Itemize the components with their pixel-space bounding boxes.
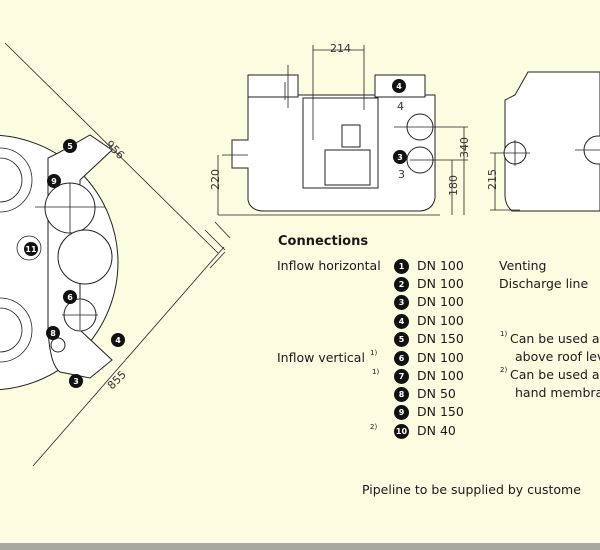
plan-callouts: 5 9 11 6 8 4 3 bbox=[24, 139, 125, 388]
pump-flange-top bbox=[0, 147, 33, 213]
footnote-2-line1: Can be used a bbox=[510, 367, 600, 382]
footer-note: Pipeline to be supplied by custome bbox=[362, 482, 581, 497]
venting-label: Venting bbox=[499, 258, 547, 273]
callout-3: 3 bbox=[73, 377, 79, 386]
pump-flange-bottom bbox=[0, 297, 33, 363]
callout-5: 5 bbox=[67, 142, 73, 151]
connection-badge-1: 1 bbox=[394, 259, 409, 274]
callout-6: 6 bbox=[67, 293, 73, 302]
callout-4: 4 bbox=[115, 336, 121, 345]
connection-badge-8: 8 bbox=[394, 387, 409, 402]
discharge-line-label: Discharge line bbox=[499, 276, 589, 291]
connection-size: DN 50 bbox=[417, 386, 456, 401]
bottom-border bbox=[0, 543, 600, 550]
connection-badge-2: 2 bbox=[394, 277, 409, 292]
front-view: 214 340 180 220 4 3 4 3 bbox=[209, 42, 471, 216]
dimension-214: 214 bbox=[330, 42, 351, 55]
footnote-1-line2: above roof lev bbox=[515, 349, 600, 364]
connection-badge-3: 3 bbox=[394, 295, 409, 310]
footnote-1-line1: Can be used a bbox=[510, 331, 600, 346]
dimension-line-956 bbox=[4, 42, 231, 254]
connection-badge-9: 9 bbox=[394, 405, 409, 420]
footnote-mark: 2) bbox=[500, 366, 508, 374]
connection-size: DN 100 bbox=[417, 276, 464, 291]
connection-badge-10: 10 bbox=[394, 424, 409, 439]
callout-8: 8 bbox=[50, 329, 56, 338]
footnote-ref: 2) bbox=[370, 423, 378, 431]
dimension-220: 220 bbox=[209, 169, 222, 190]
dimension-215: 215 bbox=[486, 169, 499, 190]
connection-size: DN 100 bbox=[417, 368, 464, 383]
inflow-vertical-label: Inflow vertical bbox=[277, 350, 365, 365]
dimension-180: 180 bbox=[447, 175, 460, 196]
dimension-340: 340 bbox=[458, 137, 471, 158]
side-view: 215 bbox=[486, 71, 600, 212]
callout-11: 11 bbox=[25, 245, 37, 254]
footnote-ref: 1) bbox=[370, 349, 378, 357]
tank-lid-left bbox=[247, 74, 299, 98]
connection-size: DN 100 bbox=[417, 258, 464, 273]
footnote-2-line2: hand membra bbox=[515, 385, 600, 400]
connection-size: DN 40 bbox=[417, 423, 456, 438]
callout-4-front: 4 bbox=[396, 82, 402, 91]
footnote-mark: 1) bbox=[500, 330, 508, 338]
port-large bbox=[57, 229, 113, 285]
port-8 bbox=[50, 337, 66, 353]
connection-size: DN 150 bbox=[417, 404, 464, 419]
callout-3-front: 3 bbox=[397, 153, 403, 162]
connection-badge-7: 7 bbox=[394, 369, 409, 384]
footnote-ref: 1) bbox=[372, 368, 380, 376]
callout-9: 9 bbox=[51, 177, 57, 186]
pump bbox=[324, 149, 371, 186]
dimension-956: 956 bbox=[103, 138, 127, 162]
level-label-4: 4 bbox=[397, 100, 404, 113]
side-tank-body bbox=[504, 71, 600, 212]
connection-badge-4: 4 bbox=[394, 314, 409, 329]
connection-badge-5: 5 bbox=[394, 332, 409, 347]
inflow-horizontal-label: Inflow horizontal bbox=[277, 258, 381, 273]
connection-size: DN 100 bbox=[417, 313, 464, 328]
dimension-855: 855 bbox=[105, 368, 129, 392]
connection-size: DN 100 bbox=[417, 294, 464, 309]
connections-title: Connections bbox=[278, 234, 369, 249]
level-label-3: 3 bbox=[398, 168, 405, 181]
connection-badge-6: 6 bbox=[394, 351, 409, 366]
dimension-line-855 bbox=[32, 246, 226, 467]
connection-size: DN 100 bbox=[417, 350, 464, 365]
connection-size: DN 150 bbox=[417, 331, 464, 346]
plan-view: 956 855 5 9 11 6 8 4 3 bbox=[0, 42, 231, 467]
